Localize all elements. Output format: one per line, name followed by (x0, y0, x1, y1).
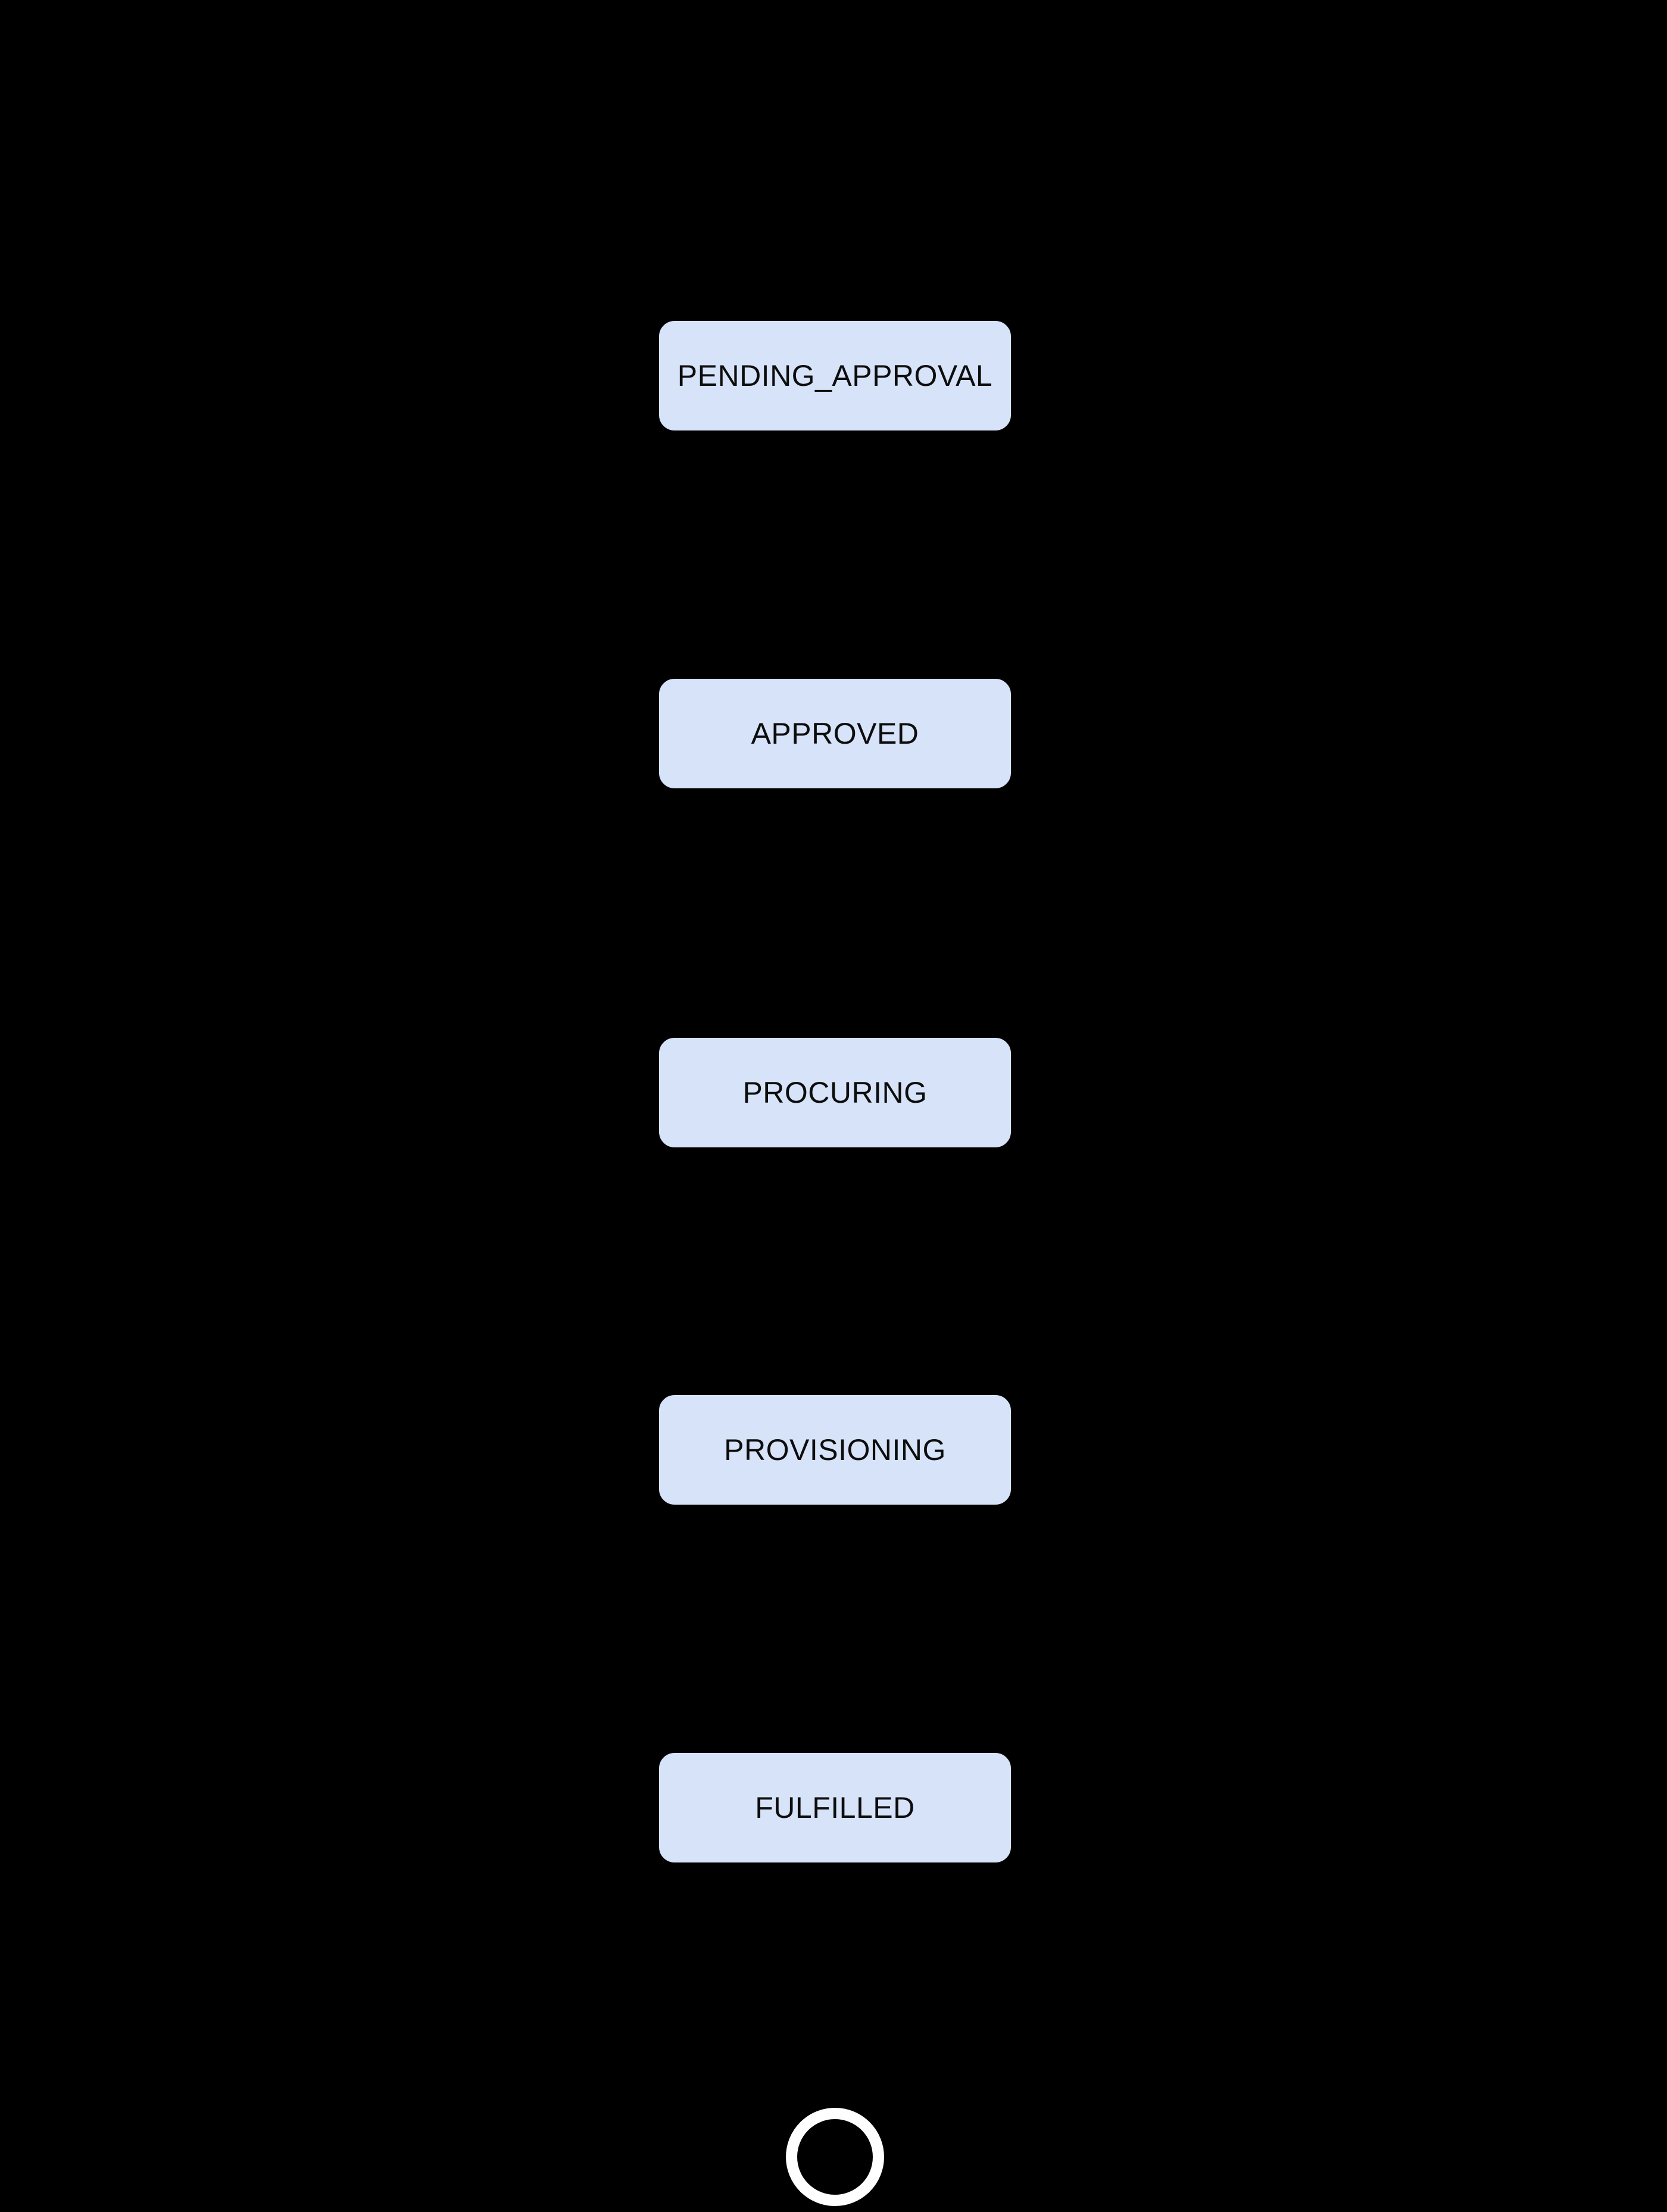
final-state-ring (786, 2108, 884, 2206)
state-label-fulfilled: FULFILLED (755, 1791, 915, 1824)
state-node-procuring: PROCURING (658, 1037, 1012, 1149)
state-node-pending-approval: PENDING_APPROVAL (658, 320, 1012, 432)
state-label-pending-approval: PENDING_APPROVAL (677, 359, 993, 392)
state-node-fulfilled: FULFILLED (658, 1752, 1012, 1864)
final-state-ring-icon (786, 2108, 884, 2206)
state-node-provisioning: PROVISIONING (658, 1394, 1012, 1506)
state-label-approved: APPROVED (751, 717, 919, 750)
state-label-procuring: PROCURING (742, 1076, 928, 1109)
final-state-node (786, 2108, 884, 2206)
state-node-approved: APPROVED (658, 678, 1012, 790)
state-label-provisioning: PROVISIONING (724, 1433, 946, 1467)
